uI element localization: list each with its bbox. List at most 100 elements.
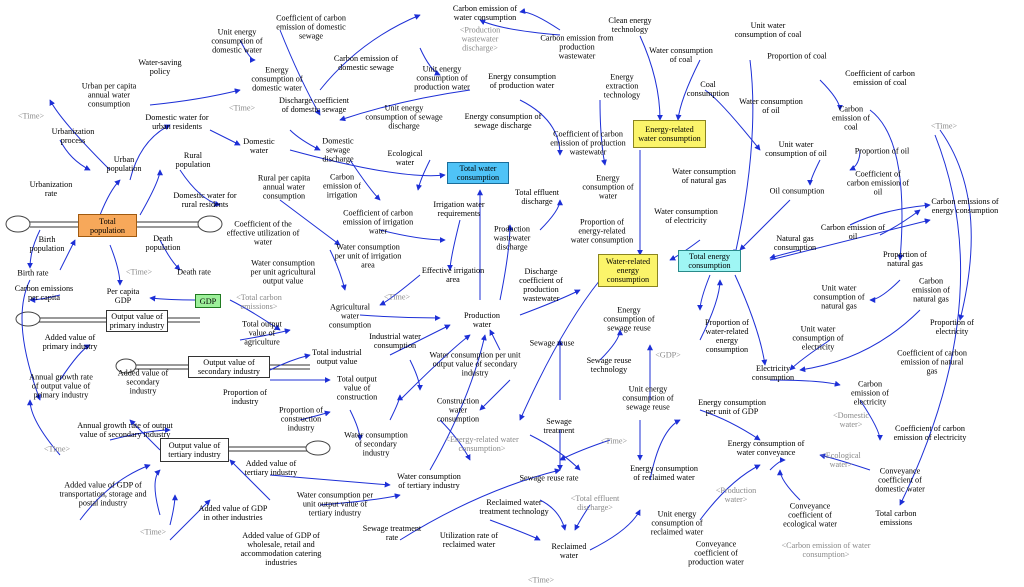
- node-water-consumption-unit-irrigation: Water consumption per unit of irrigation…: [334, 242, 402, 270]
- node-construction-water: Construction water consumption: [436, 396, 480, 424]
- node-total-effluent-shadow: <Total effluent discharge>: [570, 494, 620, 512]
- node-unit-water-consumption-natural-gas: Unit water consumption of natural gas: [813, 283, 865, 311]
- node-total-energy-consumption: Total energy consumption: [678, 250, 741, 272]
- node-water-consumption-natural-gas: Water consumption of natural gas: [672, 167, 736, 185]
- node-unit-water-consumption-coal: Unit water consumption of coal: [734, 21, 802, 39]
- node-carbon-emission-natural-gas: Carbon emission of natural gas: [912, 276, 950, 304]
- node-domestic-sewage-discharge: Domestic sewage discharge: [322, 136, 354, 164]
- node-coef-carbon-emission-natural-gas: Coefficient of carbon emission of natura…: [897, 348, 967, 376]
- node-total-carbon-emissions: Total carbon emissions: [875, 509, 917, 527]
- node-water-consumption-tertiary: Water consumption of tertiary industry: [397, 472, 461, 490]
- node-water-consumption-unit-secondary: Water consumption per unit output value …: [429, 350, 521, 378]
- node-energy-consumption-per-unit-gdp: Energy consumption per unit of GDP: [698, 398, 766, 416]
- node-annual-growth-secondary: Annual growth rate of output value of se…: [77, 421, 173, 439]
- node-discharge-coef-domestic-sewage: Discharge coefficient of domestic sewage: [279, 96, 349, 114]
- node-production-wastewater-discharge-shadow: <Production wastewater discharge>: [459, 25, 501, 53]
- node-discharge-coef-production-wastewater: Discharge coefficient of production wast…: [519, 267, 563, 303]
- node-proportion-energy-related-water: Proportion of energy-related water consu…: [570, 217, 634, 245]
- node-natural-gas-consumption: Natural gas consumption: [773, 234, 817, 252]
- node-reclaimed-water-treatment-tech: Reclaimed water treatment technology: [479, 498, 549, 516]
- node-reclaimed-water: Reclaimed water: [551, 542, 587, 560]
- node-coef-carbon-emission-electricity: Coefficient of carbon emission of electr…: [893, 424, 967, 442]
- node-coef-carbon-emission-domestic-sewage: Coefficient of carbon emission of domest…: [276, 13, 346, 41]
- node-total-carbon-emissions-shadow: <Total carbon emissions>: [236, 293, 282, 311]
- node-coef-carbon-emission-production-wastewater: Coefficient of carbon emission of produc…: [550, 129, 626, 157]
- node-energy-consumption-water-conveyance: Energy consumption of water conveyance: [727, 439, 805, 457]
- node-birth-population: Birth population: [29, 235, 65, 253]
- node-conveyance-coef-production: Conveyance coefficient of production wat…: [688, 539, 744, 567]
- node-rural-per-capita-annual-water: Rural per capita annual water consumptio…: [257, 173, 311, 201]
- node-energy-related-water-shadow: <Energy-related water consumption>: [445, 435, 519, 453]
- node-time-4: <Time>: [125, 267, 153, 277]
- node-carbon-emission-of-oil: Carbon emission of oil: [820, 223, 886, 241]
- node-irrigation-water-requirements: Irrigation water requirements: [433, 200, 485, 218]
- node-output-value-secondary: Output value of secondary industry: [188, 356, 270, 378]
- node-coef-carbon-emission-coal: Coefficient of carbon emission of coal: [845, 69, 915, 87]
- node-unit-water-consumption-electricity: Unit water consumption of electricity: [792, 324, 844, 352]
- node-added-value-other: Added value of GDP in other industries: [198, 504, 268, 522]
- causal-links: [21, 8, 972, 551]
- node-carbon-emission-of-coal: Carbon emission of coal: [832, 104, 870, 132]
- node-carbon-emission-irrigation: Carbon emission of irrigation: [323, 172, 361, 200]
- node-unit-energy-consumption-production-water: Unit energy consumption of production wa…: [414, 64, 470, 92]
- node-water-saving-policy: Water-saving policy: [138, 58, 182, 76]
- node-energy-consumption-sewage-reuse: Energy consumption of sewage reuse: [603, 305, 655, 333]
- node-energy-extraction-technology: Energy extraction technology: [603, 72, 641, 100]
- node-gdp-shadow: <GDP>: [655, 350, 681, 360]
- source-cloud: [115, 358, 137, 374]
- node-coef-effective-utilization: Coefficient of the effective utilization…: [226, 219, 300, 247]
- node-utilization-rate-reclaimed: Utilization rate of reclaimed water: [439, 531, 499, 549]
- node-output-value-tertiary: Output value of tertiary industry: [160, 438, 229, 462]
- node-carbon-emission-water-consumption: Carbon emission of water consumption: [452, 4, 518, 22]
- node-agricultural-water: Agricultural water consumption: [328, 302, 372, 330]
- node-production-water-shadow: <Production water>: [715, 486, 757, 504]
- node-water-consumption-of-oil: Water consumption of oil: [739, 97, 803, 115]
- node-proportion-of-coal: Proportion of coal: [767, 51, 827, 61]
- node-total-industrial-output: Total industrial output value: [312, 348, 362, 366]
- node-proportion-construction: Proportion of construction industry: [279, 405, 323, 433]
- node-time-5: <Time>: [383, 292, 411, 302]
- node-time-2: <Time>: [228, 103, 256, 113]
- node-proportion-of-natural-gas: Proportion of natural gas: [883, 250, 927, 268]
- node-total-effluent-discharge: Total effluent discharge: [514, 188, 560, 206]
- node-urban-per-capita-annual-water: Urban per capita annual water consumptio…: [81, 81, 137, 109]
- node-time-6: <Time>: [43, 444, 71, 454]
- node-added-value-wholesale: Added value of GDP of wholesale, retail …: [240, 531, 322, 567]
- node-unit-energy-consumption-sewage-reuse: Unit energy consumption of sewage reuse: [622, 384, 674, 412]
- node-conveyance-coef-domestic: Conveyance coefficient of domestic water: [875, 466, 925, 494]
- node-water-consumption-unit-agri-output: Water consumption per unit agricultural …: [250, 258, 316, 286]
- node-total-population: Total population: [78, 214, 137, 237]
- node-carbon-emission-production-wastewater: Carbon emission from production wastewat…: [540, 33, 614, 61]
- node-carbon-emissions-energy-consumption: Carbon emissions of energy consumption: [931, 197, 999, 215]
- node-domestic-water: Domestic water: [243, 137, 275, 155]
- source-cloud: [5, 215, 31, 233]
- node-per-capita-gdp: Per capita GDP: [106, 287, 140, 305]
- node-unit-energy-consumption-reclaimed: Unit energy consumption of reclaimed wat…: [650, 509, 704, 537]
- stock-flow-pipes: [5, 215, 331, 456]
- node-water-related-energy-consumption: Water-related energy consumption: [598, 254, 658, 287]
- node-energy-consumption-domestic-water: Energy consumption of domestic water: [251, 65, 303, 93]
- node-carbon-emission-electricity: Carbon emission of electricity: [851, 379, 889, 407]
- node-water-consumption-secondary: Water consumption of secondary industry: [344, 430, 408, 458]
- node-total-output-construction: Total output value of construction: [336, 374, 378, 402]
- node-sewage-reuse-rate: Sewage reuse rate: [519, 473, 579, 483]
- node-energy-consumption-sewage-discharge: Energy consumption of sewage discharge: [464, 112, 542, 130]
- node-unit-energy-consumption-sewage-discharge: Unit energy consumption of sewage discha…: [365, 103, 443, 131]
- node-proportion-of-electricity: Proportion of electricity: [930, 318, 974, 336]
- node-urban-population: Urban population: [106, 155, 142, 173]
- node-energy-related-water-consumption: Energy-related water consumption: [633, 120, 706, 148]
- node-sewage-reuse-technology: Sewage reuse technology: [586, 356, 632, 374]
- node-ecological-water: Ecological water: [387, 149, 423, 167]
- node-energy-consumption-production-water: Energy consumption of production water: [488, 72, 556, 90]
- node-time-8: <Time>: [139, 527, 167, 537]
- node-energy-consumption-reclaimed-water: Energy consumption of reclaimed water: [630, 464, 698, 482]
- node-time-1: <Time>: [17, 111, 45, 121]
- node-carbon-emission-water-consumption-shadow: <Carbon emission of water consumption>: [781, 541, 871, 559]
- node-ecological-water-shadow: <Ecological water>: [821, 451, 861, 469]
- node-total-water-consumption: Total water consumption: [447, 162, 509, 184]
- node-domestic-water-urban: Domestic water for urban residents: [145, 113, 209, 131]
- node-electricity-consumption: Electricity consumption: [751, 364, 795, 382]
- node-domestic-water-shadow: <Domestic water>: [833, 411, 869, 429]
- node-added-value-primary: Added value of primary industry: [42, 333, 98, 351]
